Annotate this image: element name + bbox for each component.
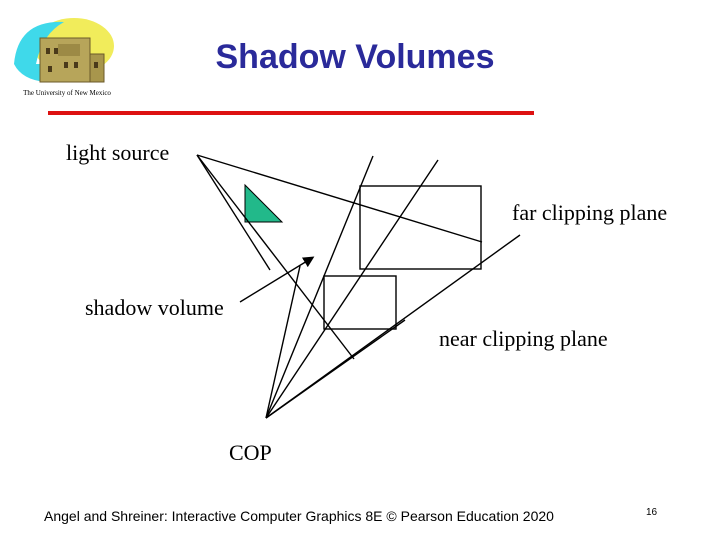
frustum-line-5 xyxy=(265,265,301,419)
far-clipping-plane xyxy=(359,185,482,270)
shadow-volume-label: shadow volume xyxy=(85,295,224,320)
slide-title: Shadow Volumes xyxy=(215,38,495,76)
unm-logo: The University of New Mexico xyxy=(14,18,114,97)
near-clipping-plane xyxy=(323,275,397,330)
frustum-line-2 xyxy=(265,159,439,419)
shadow-volume-arrow xyxy=(239,256,315,303)
logo-caption: The University of New Mexico xyxy=(23,89,111,97)
title-underline xyxy=(48,111,534,115)
footer-credit: Angel and Shreiner: Interactive Computer… xyxy=(44,508,554,524)
light-source-label: light source xyxy=(66,140,170,165)
page-number: 16 xyxy=(646,507,658,518)
light-ray-2 xyxy=(196,154,483,243)
near-clipping-plane-label: near clipping plane xyxy=(439,326,608,351)
logo-sky-lower xyxy=(14,64,46,82)
far-clipping-plane-label: far clipping plane xyxy=(512,200,668,225)
cop-label: COP xyxy=(229,440,272,465)
light-ray-3 xyxy=(196,154,271,271)
logo-sky xyxy=(14,21,64,64)
frustum-line-1 xyxy=(265,155,374,419)
logo-building xyxy=(39,37,105,83)
occluder-triangle xyxy=(244,183,284,223)
frustum-line-4 xyxy=(265,234,521,419)
